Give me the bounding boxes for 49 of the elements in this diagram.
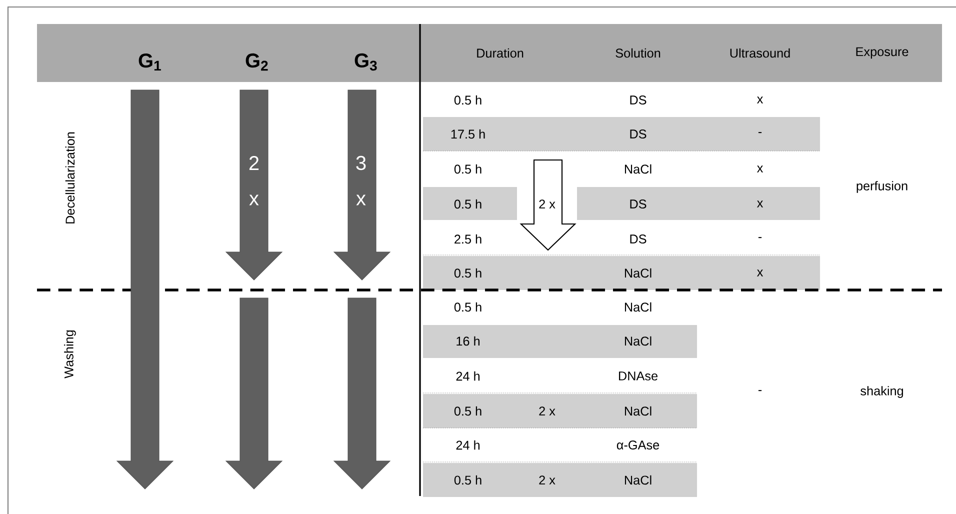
group-heading: G$_{3}$ — [354, 53, 377, 71]
table-cell: - — [758, 237, 762, 238]
column-header: Duration — [477, 48, 524, 58]
table-cell: - — [758, 132, 762, 134]
table-cell: NaCl — [624, 268, 652, 278]
table-cell: 24 h — [456, 440, 480, 450]
table-cell: 2 x — [539, 476, 556, 484]
table-cell: 0.5 h — [454, 268, 482, 278]
table-cell: 0.5 h — [454, 302, 482, 312]
table-cell: NaCl — [624, 475, 652, 485]
table-cell: NaCl — [624, 302, 652, 312]
table-cell: 16 h — [456, 336, 480, 346]
table-cell: NaCl — [624, 336, 652, 346]
table-cell: 0.5 h — [454, 475, 482, 485]
table-cell: α-GAse — [616, 440, 660, 450]
table-cell: DS — [630, 130, 646, 138]
table-cell: NaCl — [624, 406, 652, 416]
table-cell: perfusion — [856, 181, 908, 193]
table-cell: shaking — [860, 386, 904, 398]
table-cell: 2 x — [539, 406, 556, 416]
table-cell: 17.5 h — [451, 129, 485, 139]
table-cell: 2.5 h — [454, 234, 482, 244]
table-cell: 0.5 h — [454, 164, 482, 174]
table-cell: x — [757, 200, 764, 208]
table-cell: 0.5 h — [454, 95, 482, 105]
column-header: Solution — [616, 48, 660, 58]
table-cell: DS — [630, 96, 646, 104]
phase-label: Washing — [64, 330, 76, 378]
group-heading: G$_{2}$ — [246, 53, 268, 71]
table-cell: DNAse — [619, 372, 658, 380]
table-cell: 0.5 h — [454, 406, 482, 416]
repeat-label: 2 — [249, 156, 259, 170]
repeat-label: x — [356, 194, 366, 206]
group-heading: G$_{1}$ — [138, 54, 161, 70]
repeat-label: x — [249, 194, 259, 206]
table-cell: x — [757, 166, 764, 172]
table-cell: - — [758, 390, 762, 392]
table-cell: DS — [630, 234, 646, 244]
repeat-label: 2 x — [539, 200, 556, 208]
column-header: Exposure — [856, 47, 908, 59]
table-cell: x — [757, 96, 764, 104]
table-cell: DS — [630, 200, 646, 208]
table-cell: NaCl — [624, 164, 652, 174]
column-header: Ultrasound — [730, 48, 790, 58]
table-cell: x — [757, 270, 764, 276]
table-cell: 0.5 h — [454, 199, 482, 209]
repeat-label: 3 — [356, 156, 366, 170]
phase-label: Decellularization — [65, 132, 75, 224]
table-cell: 24 h — [456, 371, 480, 381]
